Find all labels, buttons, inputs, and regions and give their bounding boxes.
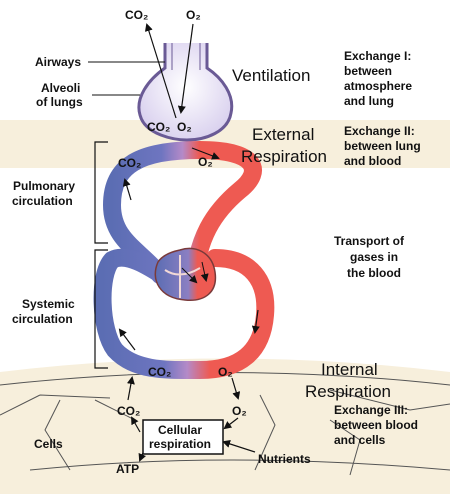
- exchange-ii-line-3: and blood: [344, 154, 401, 168]
- systemic-bracket: [94, 249, 108, 369]
- nutrients-arrow: [222, 440, 256, 453]
- external-label-1: External: [252, 125, 314, 144]
- external-label-2: Respiration: [241, 147, 327, 166]
- exchange-i-line-1: Exchange I:: [344, 49, 411, 63]
- alveoli-label-1: Alveoli: [41, 81, 80, 95]
- airways-label: Airways: [35, 55, 81, 69]
- alveolus-co2-label: CO₂: [147, 120, 170, 134]
- airway-inner: [171, 43, 201, 70]
- tissue-o2-label: O₂: [232, 404, 247, 418]
- exchange-i-line-2: between: [344, 64, 392, 78]
- systemic-co2-label: CO₂: [148, 365, 171, 379]
- cell-to-co2-arrow: [131, 416, 141, 433]
- cellular-respiration-box: [142, 419, 224, 455]
- pulmonary-o2-label: O₂: [198, 155, 213, 169]
- heart-chambers: [164, 255, 201, 298]
- alveoli-label-2: of lungs: [36, 95, 83, 109]
- tissue-co2-label: CO₂: [117, 404, 140, 418]
- alveolus-o2-label: O₂: [177, 120, 192, 134]
- transport-line-3: the blood: [347, 266, 401, 280]
- o2-in-arrow: [177, 23, 194, 114]
- sys-flow-arrow: [118, 328, 136, 351]
- exchange-iii-line-1: Exchange III:: [334, 403, 408, 417]
- atp-label: ATP: [116, 462, 139, 476]
- exchange-ii-line-1: Exchange II:: [344, 124, 415, 138]
- heart-arrow-1: [181, 267, 198, 284]
- cellular-label-1: Cellular: [158, 423, 202, 437]
- pulmonary-label-1: Pulmonary: [13, 179, 75, 193]
- systemic-label-2: circulation: [12, 312, 73, 326]
- nutrients-label: Nutrients: [258, 452, 311, 466]
- pulm-o2-arrow: [191, 147, 220, 160]
- cellular-label-2: respiration: [149, 437, 211, 451]
- internal-label-2: Respiration: [305, 382, 391, 401]
- ventilation-label: Ventilation: [232, 66, 310, 85]
- transport-line-2: gases in: [350, 250, 398, 264]
- cells-label: Cells: [34, 437, 63, 451]
- systemic-o2-label: O₂: [218, 365, 233, 379]
- heart-arrow-2: [200, 261, 209, 282]
- pulmonary-loop: [102, 140, 262, 284]
- pulmonary-co2-label: CO₂: [118, 156, 141, 170]
- exchange-i-line-4: and lung: [344, 94, 394, 108]
- sys-down-arrow: [251, 309, 260, 334]
- alveolus-shape: [137, 43, 234, 142]
- systemic-loop: [93, 248, 275, 380]
- exchange-i-line-3: atmosphere: [344, 79, 412, 93]
- exchange-iii-line-3: and cells: [334, 433, 386, 447]
- systemic-label-1: Systemic: [22, 297, 75, 311]
- internal-label-1: Internal: [321, 360, 378, 379]
- pulmonary-bracket: [94, 141, 108, 244]
- exchange-iii-line-2: between blood: [334, 418, 418, 432]
- transport-line-1: Transport of: [334, 234, 405, 248]
- tissue-co2-arrow: [126, 376, 135, 401]
- tissue-o2-arrow: [231, 377, 241, 400]
- top-co2-label: CO₂: [125, 8, 148, 22]
- pulm-flow-arrow: [122, 178, 132, 201]
- o2-to-cell-arrow: [223, 417, 239, 430]
- co2-out-arrow: [144, 23, 177, 119]
- top-o2-label: O₂: [186, 8, 201, 22]
- exchange-ii-line-2: between lung: [344, 139, 421, 153]
- pulmonary-label-2: circulation: [12, 194, 73, 208]
